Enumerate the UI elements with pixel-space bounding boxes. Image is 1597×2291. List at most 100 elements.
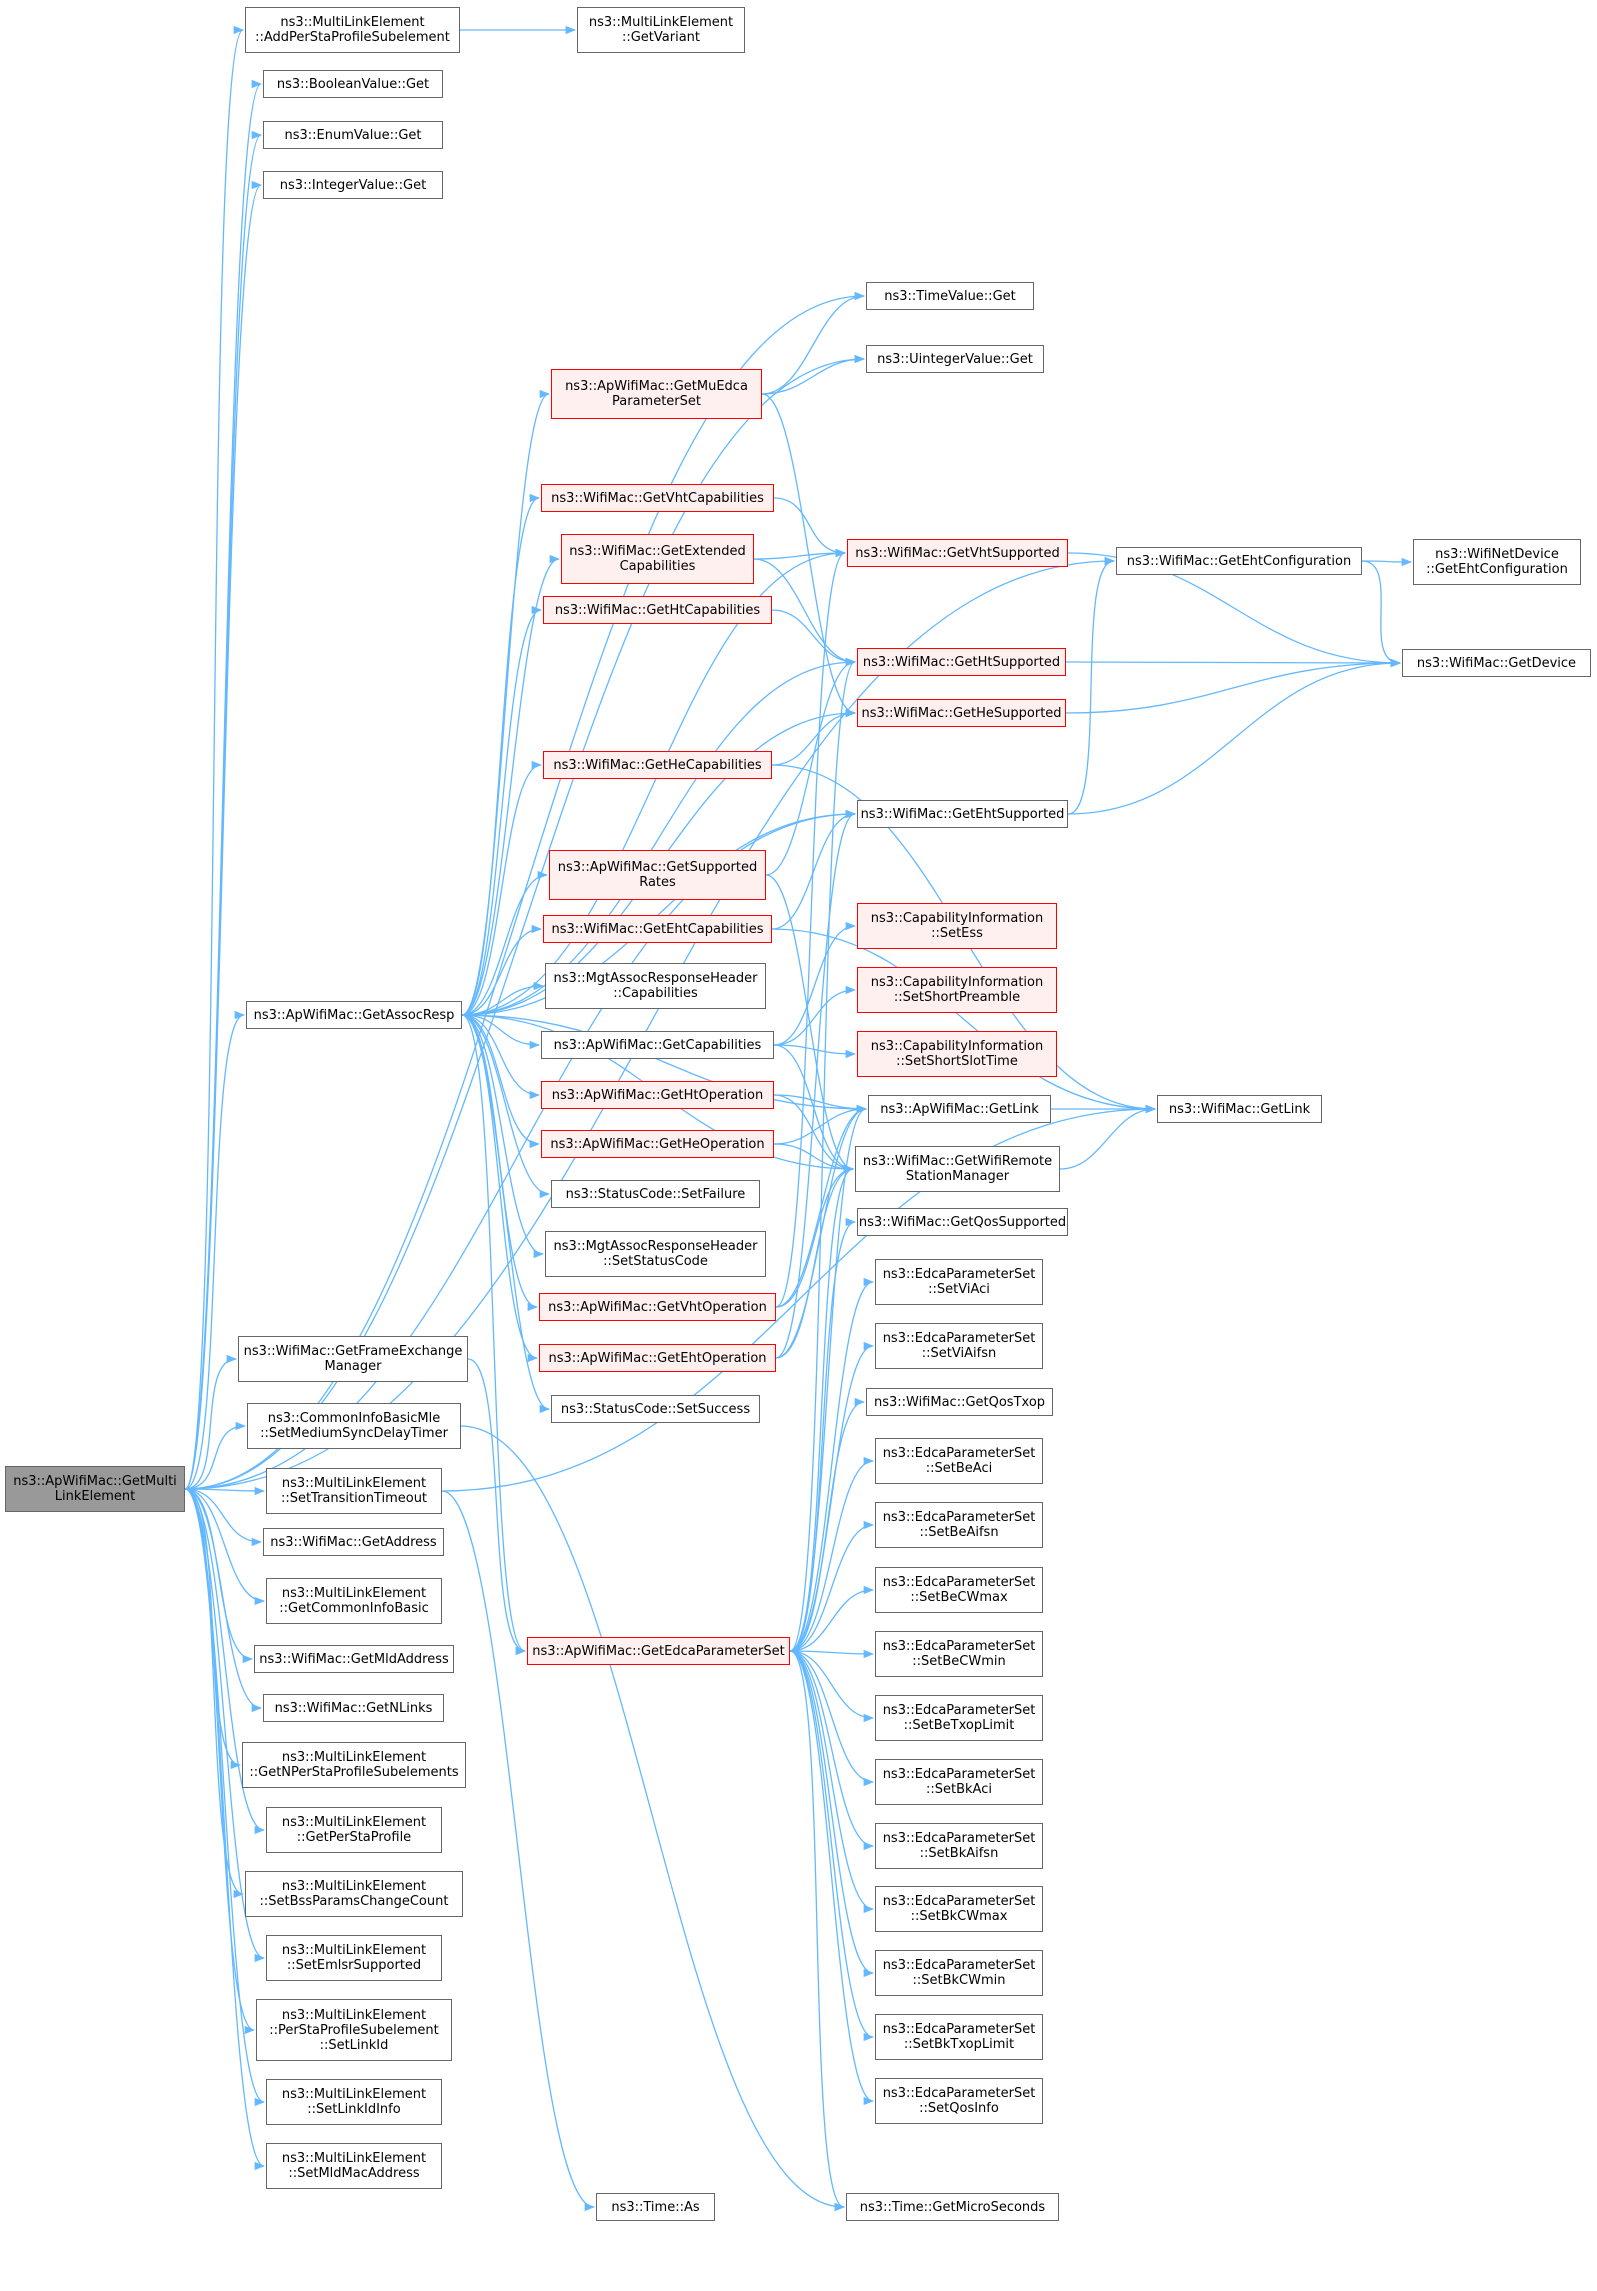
node-set-link-id[interactable]: ns3::MultiLinkElement::PerStaProfileSube…	[256, 1999, 452, 2061]
node-get-he-op[interactable]: ns3::ApWifiMac::GetHeOperation	[541, 1130, 774, 1158]
node-get-ht-sup[interactable]: ns3::WifiMac::GetHtSupported	[857, 648, 1066, 676]
node-time-as[interactable]: ns3::Time::As	[596, 2193, 715, 2221]
node-set-bk-aci[interactable]: ns3::EdcaParameterSet::SetBkAci	[875, 1759, 1043, 1805]
node-get-edca-ps[interactable]: ns3::ApWifiMac::GetEdcaParameterSet	[527, 1637, 790, 1665]
node-set-link-id-info[interactable]: ns3::MultiLinkElement::SetLinkIdInfo	[266, 2079, 442, 2125]
node-get-assoc-resp[interactable]: ns3::ApWifiMac::GetAssocResp	[246, 1001, 462, 1029]
node-get-qos-sup[interactable]: ns3::WifiMac::GetQosSupported	[857, 1208, 1068, 1236]
node-get-mld-addr[interactable]: ns3::WifiMac::GetMldAddress	[254, 1645, 454, 1673]
node-get-ht-cap[interactable]: ns3::WifiMac::GetHtCapabilities	[543, 596, 772, 624]
node-get-eht-op[interactable]: ns3::ApWifiMac::GetEhtOperation	[539, 1344, 776, 1372]
edge-getMuEdca-to-getHeSup	[761, 393, 857, 718]
node-set-be-aci[interactable]: ns3::EdcaParameterSet::SetBeAci	[875, 1438, 1043, 1484]
node-get-variant[interactable]: ns3::MultiLinkElement::GetVariant	[577, 7, 745, 53]
node-label-line: ::GetEhtConfiguration	[1426, 562, 1568, 577]
node-label-line: ns3::WifiMac::GetDevice	[1416, 655, 1577, 671]
node-set-be-aifsn[interactable]: ns3::EdcaParameterSet::SetBeAifsn	[875, 1502, 1043, 1548]
node-get-he-sup[interactable]: ns3::WifiMac::GetHeSupported	[857, 699, 1066, 727]
edge-root-to-intGet	[184, 181, 263, 1490]
node-get-micro[interactable]: ns3::Time::GetMicroSeconds	[846, 2193, 1059, 2221]
node-set-bk-txop[interactable]: ns3::EdcaParameterSet::SetBkTxopLimit	[875, 2014, 1043, 2060]
node-label-line: ns3::ApWifiMac::GetSupported	[557, 860, 758, 875]
edge-root-to-boolGet	[184, 80, 263, 1490]
node-set-emlsr[interactable]: ns3::MultiLinkElement::SetEmlsrSupported	[266, 1935, 442, 1981]
node-set-be-c-wmax[interactable]: ns3::EdcaParameterSet::SetBeCWmax	[875, 1567, 1043, 1613]
node-int-get[interactable]: ns3::IntegerValue::Get	[263, 171, 443, 199]
node-set-bk-aifsn[interactable]: ns3::EdcaParameterSet::SetBkAifsn	[875, 1823, 1043, 1869]
node-label-line: ns3::EdcaParameterSet	[882, 1703, 1036, 1718]
node-label-line: ns3::CapabilityInformation	[870, 1039, 1044, 1054]
node-set-vi-aifsn[interactable]: ns3::EdcaParameterSet::SetViAifsn	[875, 1323, 1043, 1369]
node-label-line: ns3::ApWifiMac::GetEhtOperation	[548, 1350, 767, 1366]
node-get-vht-sup[interactable]: ns3::WifiMac::GetVhtSupported	[847, 539, 1068, 567]
edge-root-to-getAssocResp	[184, 1010, 246, 1490]
node-time-get[interactable]: ns3::TimeValue::Get	[866, 282, 1034, 310]
node-get-eht-cap[interactable]: ns3::WifiMac::GetEhtCapabilities	[543, 915, 772, 943]
node-set-be-c-wmin[interactable]: ns3::EdcaParameterSet::SetBeCWmin	[875, 1631, 1043, 1677]
node-get-vht-op[interactable]: ns3::ApWifiMac::GetVhtOperation	[539, 1293, 776, 1321]
node-get-common-info[interactable]: ns3::MultiLinkElement::GetCommonInfoBasi…	[266, 1578, 442, 1624]
edge-getVhtOp-to-getVhtSup	[775, 549, 847, 1308]
node-set-bk-c-wmax[interactable]: ns3::EdcaParameterSet::SetBkCWmax	[875, 1886, 1043, 1932]
node-get-qos-txop[interactable]: ns3::WifiMac::GetQosTxop	[866, 1388, 1053, 1416]
node-sc-set-success[interactable]: ns3::StatusCode::SetSuccess	[551, 1395, 760, 1423]
node-set-trans-timeout[interactable]: ns3::MultiLinkElement::SetTransitionTime…	[266, 1468, 442, 1514]
node-mgt-cap[interactable]: ns3::MgtAssocResponseHeader::Capabilitie…	[545, 963, 766, 1009]
node-ci-set-ess[interactable]: ns3::CapabilityInformation::SetEss	[857, 903, 1057, 949]
node-set-be-txop[interactable]: ns3::EdcaParameterSet::SetBeTxopLimit	[875, 1695, 1043, 1741]
node-label-line: ns3::WifiMac::GetNLinks	[274, 1700, 433, 1716]
node-label-line: ns3::EdcaParameterSet	[882, 1446, 1036, 1461]
edge-getAssocResp-to-getMuEdca	[461, 389, 551, 1016]
node-set-bk-c-wmin[interactable]: ns3::EdcaParameterSet::SetBkCWmin	[875, 1950, 1043, 1996]
node-wm-get-link[interactable]: ns3::WifiMac::GetLink	[1157, 1095, 1322, 1123]
node-ci-set-short-slot[interactable]: ns3::CapabilityInformation::SetShortSlot…	[857, 1031, 1057, 1077]
node-set-qos-info[interactable]: ns3::EdcaParameterSet::SetQosInfo	[875, 2078, 1043, 2124]
node-get-eht-conf[interactable]: ns3::WifiMac::GetEhtConfiguration	[1116, 547, 1362, 575]
node-bool-get[interactable]: ns3::BooleanValue::Get	[263, 70, 443, 98]
node-get-device[interactable]: ns3::WifiMac::GetDevice	[1402, 649, 1591, 677]
edge-getAssocResp-to-apGetLink	[461, 1014, 868, 1114]
node-get-n-links[interactable]: ns3::WifiMac::GetNLinks	[263, 1694, 444, 1722]
node-label-line: ns3::EdcaParameterSet	[882, 1894, 1036, 1909]
node-set-bss-params[interactable]: ns3::MultiLinkElement::SetBssParamsChang…	[245, 1871, 463, 1917]
node-get-per-sta[interactable]: ns3::MultiLinkElement::GetPerStaProfile	[266, 1807, 442, 1853]
edge-getEhtConf-to-wndEhtConf	[1361, 557, 1413, 567]
node-ap-get-link[interactable]: ns3::ApWifiMac::GetLink	[868, 1095, 1051, 1123]
node-label-line: ns3::MultiLinkElement	[281, 2087, 427, 2102]
node-get-n-per-sta[interactable]: ns3::MultiLinkElement::GetNPerStaProfile…	[242, 1742, 466, 1788]
edge-root-to-setEmlsr	[184, 1488, 266, 1963]
node-label-line: ::SetMldMacAddress	[288, 2166, 420, 2181]
node-set-msd-timer[interactable]: ns3::CommonInfoBasicMle::SetMediumSyncDe…	[247, 1403, 461, 1449]
node-add-per-sta[interactable]: ns3::MultiLinkElement::AddPerStaProfileS…	[245, 7, 460, 53]
edge-getAssocResp-to-mgtSetStatus	[461, 1014, 545, 1259]
node-set-vi-aci[interactable]: ns3::EdcaParameterSet::SetViAci	[875, 1259, 1043, 1305]
edge-setMsdTimer-to-getMicro	[460, 1425, 846, 2212]
node-get-he-cap[interactable]: ns3::WifiMac::GetHeCapabilities	[543, 751, 772, 779]
node-get-vht-cap[interactable]: ns3::WifiMac::GetVhtCapabilities	[541, 484, 774, 512]
edge-getAssocResp-to-getCapabilities	[461, 1014, 541, 1050]
node-enum-get[interactable]: ns3::EnumValue::Get	[263, 121, 443, 149]
node-label-line: ns3::WifiMac::GetAddress	[270, 1534, 437, 1550]
node-label-line: ::SetEmlsrSupported	[286, 1958, 422, 1973]
node-wnd-eht-conf[interactable]: ns3::WifiNetDevice::GetEhtConfiguration	[1413, 539, 1581, 585]
node-uint-get[interactable]: ns3::UintegerValue::Get	[866, 345, 1044, 373]
edge-getAssocResp-to-getEhtOp	[461, 1014, 539, 1363]
node-mgt-set-status[interactable]: ns3::MgtAssocResponseHeader::SetStatusCo…	[545, 1231, 766, 1277]
node-get-capabilities[interactable]: ns3::ApWifiMac::GetCapabilities	[541, 1031, 774, 1059]
node-set-mld-mac[interactable]: ns3::MultiLinkElement::SetMldMacAddress	[266, 2143, 442, 2189]
node-get-address[interactable]: ns3::WifiMac::GetAddress	[263, 1528, 444, 1556]
node-ci-set-short-pre[interactable]: ns3::CapabilityInformation::SetShortPrea…	[857, 967, 1057, 1013]
node-sc-set-failure[interactable]: ns3::StatusCode::SetFailure	[551, 1180, 760, 1208]
edge-getEdcaPs-to-getMicro	[789, 1650, 846, 2212]
edge-getAssocResp-to-getHtOp	[461, 1014, 541, 1100]
edge-root-to-addPerSta	[184, 26, 245, 1490]
node-get-ht-op[interactable]: ns3::ApWifiMac::GetHtOperation	[541, 1081, 774, 1109]
edge-getRsm-to-wmGetLink	[1059, 1104, 1157, 1170]
node-get-eht-sup[interactable]: ns3::WifiMac::GetEhtSupported	[857, 800, 1068, 828]
